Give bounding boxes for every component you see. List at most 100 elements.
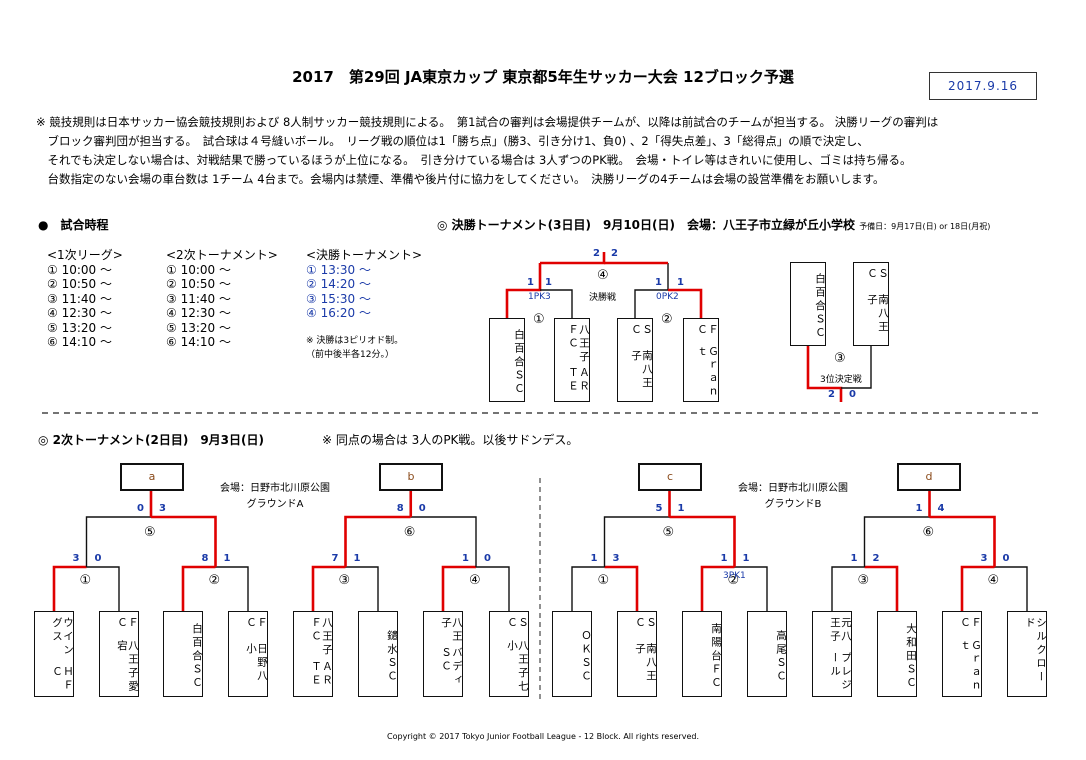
- score: 2: [611, 248, 618, 259]
- bracket-line: [571, 566, 605, 611]
- score: 2: [593, 248, 600, 259]
- team-name: 八王子ＦＣ: [310, 617, 333, 658]
- match-label: 3位決定戦: [820, 375, 862, 385]
- bracket-line: [345, 566, 379, 611]
- team-box: ＯＫＳＣ: [552, 611, 592, 697]
- bracket-line: [669, 515, 736, 567]
- team-box: 南陽台ＦＣ: [682, 611, 722, 697]
- venue-line: グラウンドA: [246, 499, 304, 510]
- score: 7: [331, 553, 339, 564]
- score: 1: [655, 277, 662, 288]
- score: 1: [677, 503, 685, 514]
- match-number: ②: [661, 312, 673, 327]
- final-note: ※ 決勝は3ピリオド制。 （前中後半各12分。）: [306, 334, 403, 362]
- final-heading-text: ◎ 決勝トーナメント(3日目) 9月10日(日) 会場：八王子市立緑が丘小学校: [437, 218, 855, 232]
- bracket-line: [85, 516, 151, 567]
- schedule-col-1: <1次リーグ> ① 10:00 ～ ② 10:50 ～ ③ 11:40 ～ ④ …: [47, 248, 123, 350]
- team-box: 白百合ＳＣ: [163, 611, 203, 697]
- schedule-col-2: <2次トーナメント> ① 10:00 ～ ② 10:50 ～ ③ 11:40 ～…: [166, 248, 278, 350]
- match-number: ③: [857, 573, 870, 588]
- score: 1: [527, 277, 534, 288]
- team-name: ＡＲＴＥ: [567, 366, 590, 394]
- team-box: 鑓水ＳＣ: [358, 611, 398, 697]
- match-number: ⑤: [144, 525, 156, 540]
- schedule-time: ⑤ 13:20 ～: [166, 320, 231, 335]
- score: 5: [655, 503, 663, 514]
- bracket-line: [311, 565, 346, 611]
- score: 2: [828, 389, 835, 400]
- schedule-time: ④ 12:30 ～: [166, 306, 231, 320]
- bracket-line: [540, 289, 573, 318]
- team-box: シルクロード: [1007, 611, 1047, 697]
- score: 8: [201, 553, 209, 564]
- team-name: 元八王子: [829, 617, 852, 644]
- schedule-time: ① 13:30 ～: [306, 262, 371, 277]
- score: 4: [937, 503, 945, 514]
- score: 1: [353, 553, 361, 564]
- score: 1: [462, 553, 469, 564]
- bracket-line: [215, 566, 249, 611]
- schedule-time: ④ 16:20 ～: [306, 306, 371, 320]
- schedule-time: ③ 11:40 ～: [47, 291, 112, 306]
- score: 1: [677, 277, 684, 288]
- team-name: 白百合ＳＣ: [513, 328, 525, 397]
- bracket-line: [441, 565, 476, 611]
- schedule-title: <決勝トーナメント>: [306, 248, 423, 262]
- venue-ground-b: 会場：日野市北川原公園グラウンドB: [738, 481, 848, 513]
- bracket-line: [994, 566, 1028, 611]
- rules-line: ※ 競技規則は日本サッカー協会競技規則および 8人制サッカー競技規則による。 第…: [36, 115, 939, 129]
- winner-box: b: [379, 463, 443, 491]
- team-name: 南八王子: [634, 643, 657, 684]
- team-name: 八王子ＦＣ: [567, 324, 590, 365]
- match-number: ③: [338, 573, 351, 588]
- team-name: ＳＣ: [506, 617, 529, 631]
- match-number: ①: [79, 573, 92, 588]
- team-name: 鑓水ＳＣ: [386, 629, 398, 684]
- match-number: ①: [533, 312, 545, 327]
- team-name: 白百合ＳＣ: [191, 622, 203, 691]
- second-heading: ◎ 2次トーナメント(2日目) 9月3日(日): [38, 433, 264, 447]
- copyright: Copyright © 2017 Tokyo Junior Football L…: [387, 732, 699, 741]
- final-reserve-day: 予備日：9月17日(日) or 18日(月祝): [859, 222, 991, 231]
- pk-result: 1PK3: [528, 292, 551, 302]
- pk-result: 3PK1: [723, 571, 746, 581]
- team-box: 白百合ＳＣ: [489, 318, 525, 402]
- score: 1: [223, 553, 231, 564]
- bracket-line: [476, 566, 510, 611]
- venue-line: 会場：日野市北川原公園: [738, 483, 848, 494]
- team-box: 大和田ＳＣ: [877, 611, 917, 697]
- venue-ground-a: 会場：日野市北川原公園グラウンドA: [220, 481, 330, 513]
- schedule-time: ② 10:50 ～: [47, 277, 112, 291]
- team-name: ＨＦＣ: [51, 666, 74, 694]
- bracket-line: [86, 566, 120, 611]
- team-name: ウイングス: [51, 617, 74, 658]
- rules-line: 台数指定のない会場の車台数は 1チーム 4台まで。会場内は禁煙、準備や後片付に協…: [36, 172, 885, 186]
- winner-box: d: [897, 463, 961, 491]
- team-name: Ｇｒａｎｔ: [696, 346, 719, 400]
- score: 0: [1002, 553, 1010, 564]
- team-name: 南陽台ＦＣ: [710, 622, 722, 691]
- bracket-line: [634, 263, 669, 318]
- team-name: 八王子愛宕: [116, 639, 139, 694]
- team-name: 八王子: [440, 617, 463, 644]
- winner-box: c: [638, 463, 702, 491]
- page-title: 2017 第29回 JA東京カップ 東京都5年生サッカー大会 12ブロック予選: [292, 68, 794, 86]
- bracket-line: [863, 516, 930, 567]
- score: 0: [418, 503, 426, 514]
- pk-result: 0PK2: [656, 292, 679, 302]
- bracket-line: [700, 565, 735, 611]
- team-name: バディＳＣ: [440, 646, 463, 688]
- match-number: ②: [727, 573, 740, 588]
- team-name: 大和田ＳＣ: [905, 622, 917, 691]
- match-number: ⑥: [922, 525, 935, 540]
- team-name: 南八王子: [630, 349, 653, 391]
- score: 0: [849, 389, 856, 400]
- schedule-time: ③ 11:40 ～: [166, 291, 231, 306]
